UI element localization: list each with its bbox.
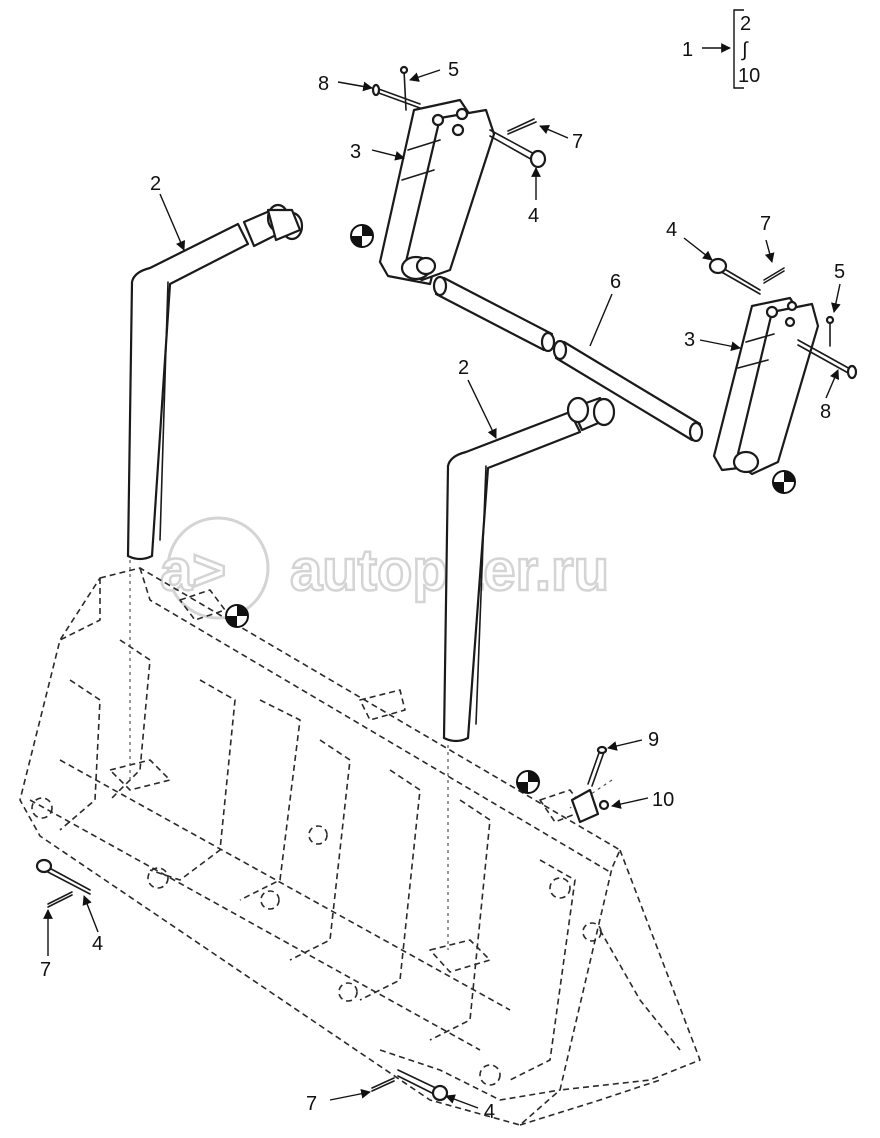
callout-pin-top-left: 8 [318, 73, 329, 95]
assembly-bracket-icon [733, 9, 744, 89]
callout-split-bottom-left: 7 [40, 959, 51, 981]
grease-point-icon [772, 470, 796, 494]
callout-range-end: 10 [738, 65, 760, 87]
callout-pin-top: 4 [528, 205, 539, 227]
callout-range-start: 2 [740, 13, 751, 35]
tine-center [442, 396, 616, 743]
bracket-top [378, 98, 496, 286]
bracket-right [712, 296, 820, 476]
callout-clip-right: 5 [834, 261, 845, 283]
callout-tube: 6 [610, 271, 621, 293]
callout-nut: 10 [652, 789, 674, 811]
watermark: a> autopiter.ru [159, 516, 610, 620]
grease-point-icon [225, 604, 249, 628]
callout-bolt: 9 [648, 729, 659, 751]
callout-pin-bottom-center: 4 [484, 1101, 495, 1123]
callout-pin-bottom-left: 4 [92, 933, 103, 955]
grease-point-icon [516, 770, 540, 794]
tine-left [126, 203, 304, 561]
small-parts [35, 65, 858, 1102]
callout-clip-top: 5 [448, 59, 459, 81]
callout-bracket-top: 3 [350, 141, 361, 163]
callout-split-right: 7 [760, 213, 771, 235]
callout-pin-right: 4 [666, 219, 677, 241]
watermark-logo-text: a> [160, 538, 226, 603]
watermark-logo-icon [166, 516, 270, 620]
bucket-outline [19, 567, 701, 1126]
callout-pin-right-lower: 8 [820, 401, 831, 423]
grease-point-icon [350, 224, 374, 248]
callout-bracket-right: 3 [684, 329, 695, 351]
alignment-lines [129, 560, 613, 950]
callout-assembly: 1 [682, 39, 693, 61]
tube-parts [432, 275, 704, 443]
callout-range-sep: ∫ [741, 39, 749, 61]
callout-split-top: 7 [572, 131, 583, 153]
callout-tine-left: 2 [150, 173, 161, 195]
callout-tine-center: 2 [458, 357, 469, 379]
callout-labels: 1 2 ∫ 10 8 5 3 7 4 2 4 7 5 6 3 2 8 9 10 … [40, 13, 845, 1123]
callout-split-bottom-center: 7 [306, 1093, 317, 1115]
leader-lines [43, 43, 841, 1109]
